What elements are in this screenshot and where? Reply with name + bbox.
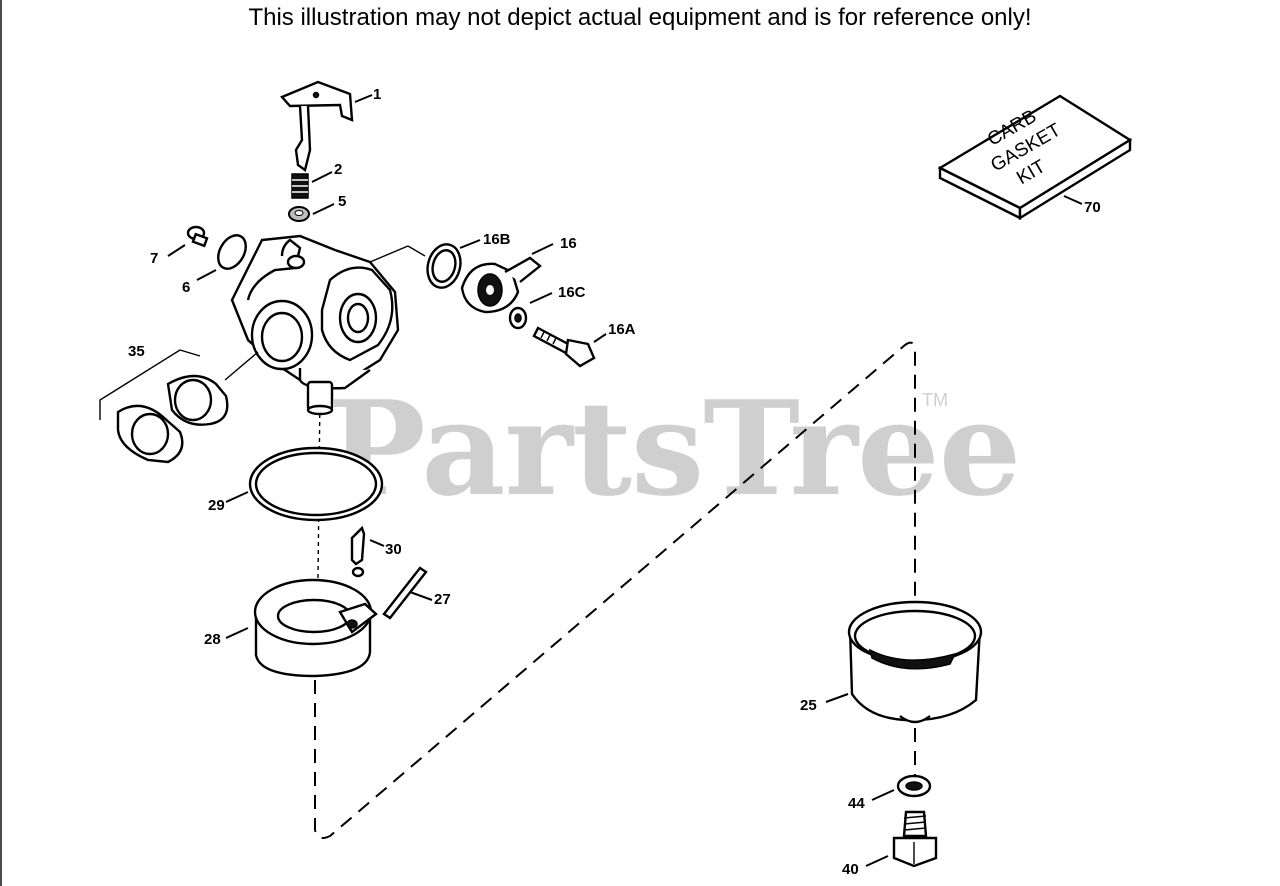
watermark: PartsTree — [328, 372, 1021, 525]
part-1-throttle-lever — [279, 80, 354, 173]
part-2-spring — [291, 173, 309, 199]
part-29-bowl-gasket — [248, 446, 384, 522]
label-27: 27 — [434, 591, 451, 608]
part-16c-washer — [508, 306, 528, 330]
label-16b: 16B — [483, 231, 511, 248]
label-40: 40 — [842, 861, 859, 878]
part-30-needle — [350, 525, 366, 578]
part-16-fuel-inlet — [460, 256, 542, 314]
part-25-float-bowl — [847, 600, 983, 724]
label-30: 30 — [385, 541, 402, 558]
watermark-tm: TM — [922, 390, 948, 410]
part-5-washer — [288, 206, 310, 222]
label-29: 29 — [208, 497, 225, 514]
label-35: 35 — [128, 343, 145, 360]
label-1: 1 — [373, 86, 381, 103]
part-40-bowl-nut — [892, 810, 938, 868]
fuel-line-dashed — [314, 341, 916, 839]
carburetor-body — [230, 234, 426, 416]
part-6-choke-plate — [217, 234, 247, 270]
part-7-screw — [186, 225, 209, 248]
disclaimer-text: This illustration may not depict actual … — [248, 4, 1032, 31]
part-35-adapter — [99, 349, 229, 464]
label-2: 2 — [334, 161, 342, 178]
label-7: 7 — [150, 250, 158, 267]
label-44: 44 — [848, 795, 865, 812]
label-16: 16 — [560, 235, 577, 252]
label-16c: 16C — [558, 284, 586, 301]
label-5: 5 — [338, 193, 346, 210]
part-16b-o-ring — [426, 243, 462, 289]
label-25: 25 — [800, 697, 817, 714]
part-27-float-pin — [382, 566, 428, 620]
part-44-washer — [896, 774, 932, 798]
label-28: 28 — [204, 631, 221, 648]
part-16a-bolt — [532, 326, 596, 368]
label-16a: 16A — [608, 321, 636, 338]
part-28-float — [253, 578, 378, 678]
label-6: 6 — [182, 279, 190, 296]
label-70: 70 — [1084, 199, 1101, 216]
part-70-gasket-kit: CARB GASKET KIT — [937, 94, 1133, 221]
